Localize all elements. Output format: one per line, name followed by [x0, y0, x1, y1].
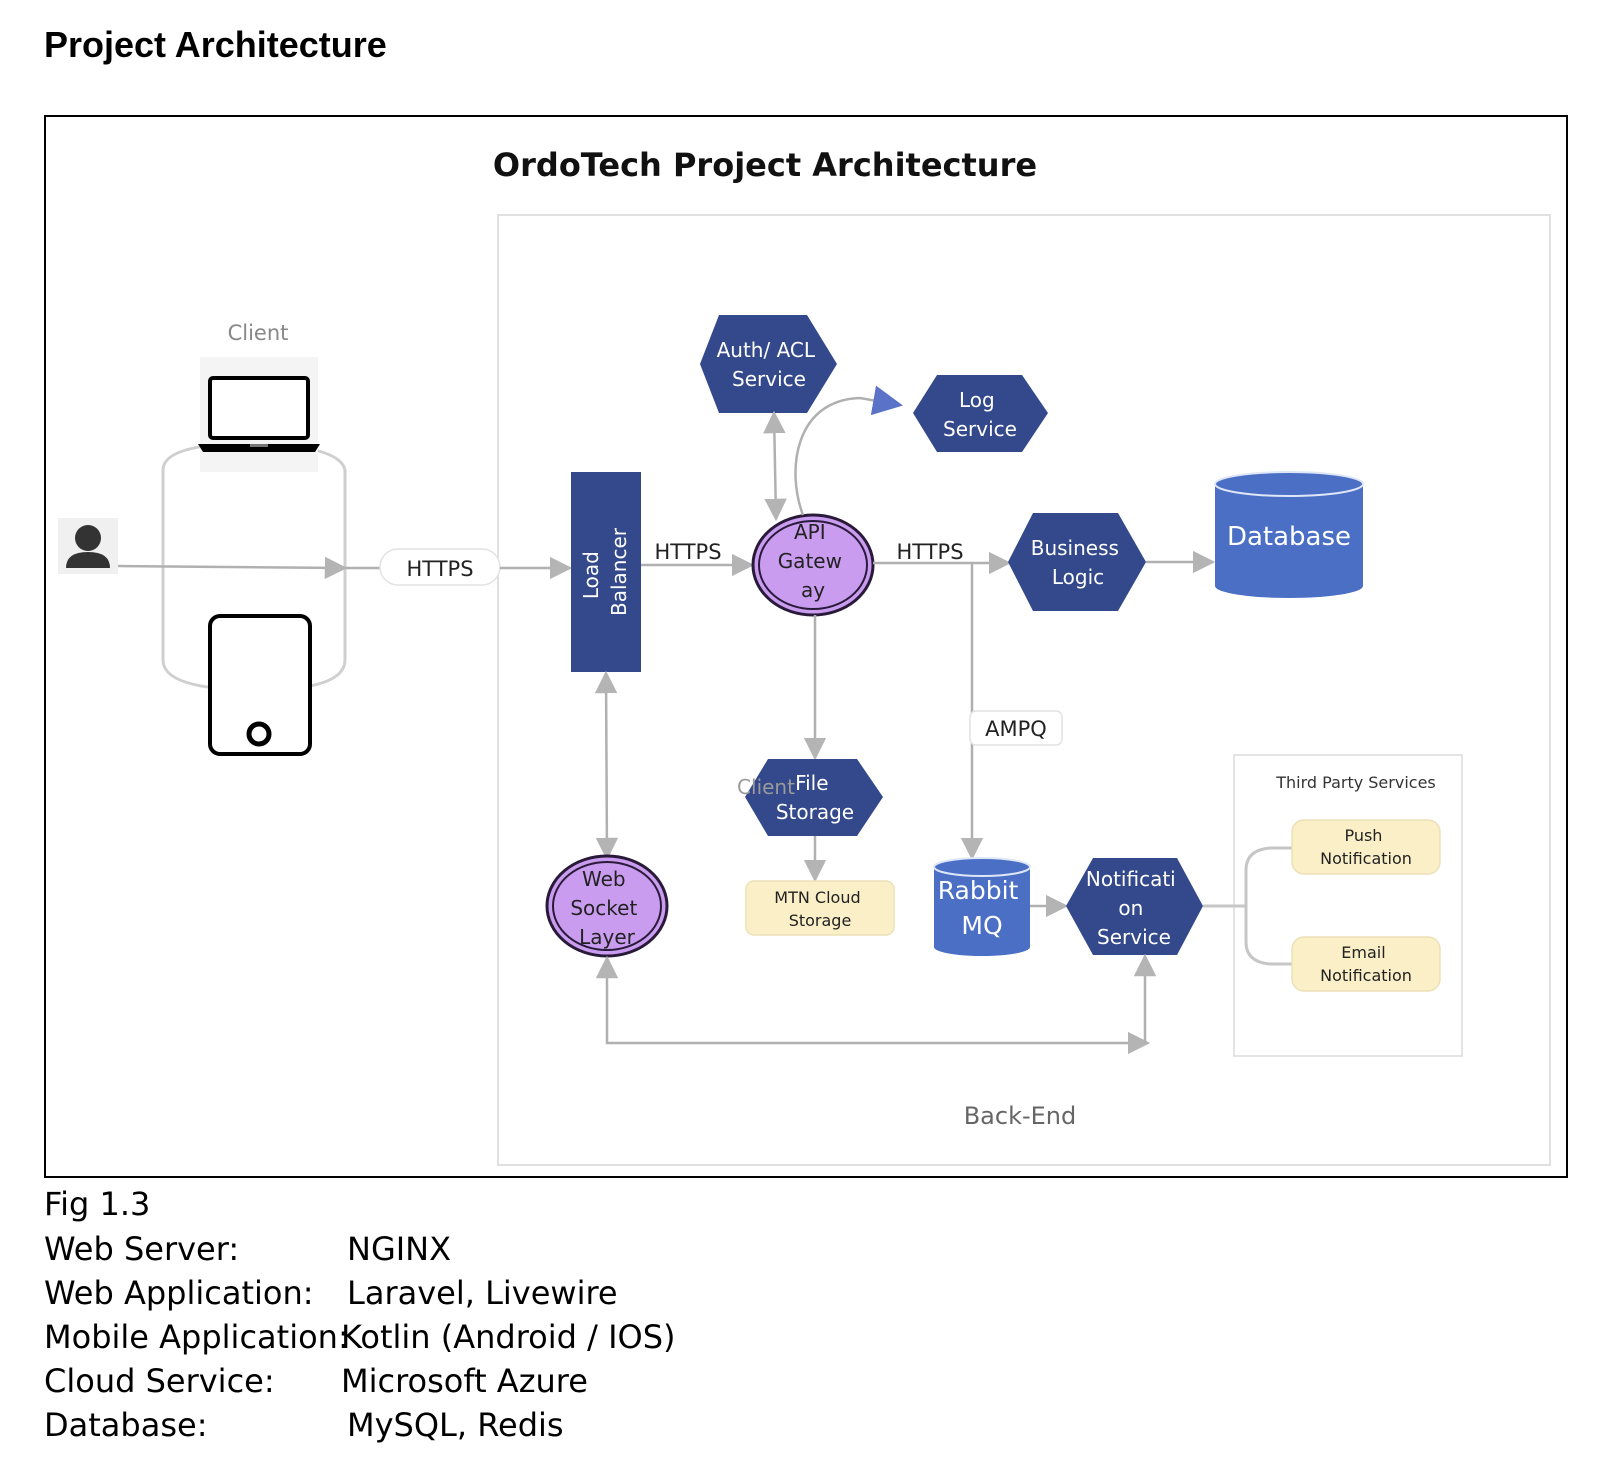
third-party-label: Third Party Services [1275, 773, 1436, 792]
user-icon [58, 518, 118, 574]
spec-label: Database: [44, 1406, 208, 1444]
spec-row: Mobile Application: Kotlin (Android / IO… [44, 1318, 676, 1356]
edge-label-ampq-box [969, 710, 1063, 746]
spec-value: Laravel, Livewire [347, 1274, 618, 1312]
push-notification-node [1291, 819, 1441, 875]
spec-row: Web Application: Laravel, Livewire [44, 1274, 618, 1312]
edge-label-client-https: HTTPS [406, 557, 473, 581]
phone-icon [208, 614, 312, 756]
email-notification-node [1291, 936, 1441, 992]
notification-service-node [1066, 858, 1203, 955]
connector-lb-websocket [594, 670, 619, 861]
web-socket-label: Web Socket Layer [570, 867, 643, 949]
email-notification-label: Email Notification [1320, 943, 1412, 985]
laptop-icon [198, 357, 320, 472]
log-service-label: Log Service [943, 388, 1017, 441]
spec-value: MySQL, Redis [347, 1406, 564, 1444]
spec-label: Web Application: [44, 1274, 314, 1312]
file-storage-node [745, 759, 883, 836]
log-service-node [913, 375, 1048, 452]
diagram-frame [44, 115, 1568, 1178]
edge-label-ampq: AMPQ [985, 717, 1047, 741]
spec-value: Microsoft Azure [341, 1362, 588, 1400]
auth-service-label: Auth/ ACL Service [717, 338, 822, 391]
client-label: Client [228, 321, 289, 345]
spec-value: Kotlin (Android / IOS) [341, 1318, 676, 1356]
diagram-title: OrdoTech Project Architecture [493, 146, 1037, 184]
business-logic-label: Business Logic [1031, 536, 1126, 589]
third-party-container [1233, 754, 1463, 1057]
load-balancer-node [571, 472, 641, 672]
spec-label: Mobile Application: [44, 1318, 349, 1356]
spec-label: Web Server: [44, 1230, 240, 1268]
load-balancer-label: Load Balancer [579, 527, 631, 616]
push-notification-label: Push Notification [1320, 826, 1412, 868]
page-heading: Project Architecture [44, 24, 387, 65]
file-storage-overlap-text: Client [737, 775, 795, 799]
database-node [1214, 471, 1364, 598]
connector-notification-to-third-party [1203, 846, 1292, 966]
figure-caption: Fig 1.3 [44, 1185, 151, 1223]
connector-gateway-log [794, 385, 903, 516]
backend-label: Back-End [964, 1102, 1077, 1130]
api-gateway-label: API Gatew ay [778, 520, 849, 602]
notification-service-label: Notificati on Service [1086, 867, 1182, 949]
spec-row: Database: MySQL, Redis [44, 1406, 564, 1444]
mtn-storage-label: MTN Cloud Storage [774, 888, 865, 930]
rabbitmq-label: Rabbit MQ [938, 876, 1027, 940]
database-label: Database [1227, 522, 1351, 552]
spec-value: NGINX [347, 1230, 452, 1268]
connector-websocket-notification [595, 955, 1151, 1055]
rabbitmq-node [933, 857, 1031, 956]
api-gateway-node [751, 513, 875, 617]
spec-row: Web Server: NGINX [44, 1230, 451, 1268]
connector-gateway-auth [763, 410, 787, 522]
edge-label-gateway-https: HTTPS [896, 540, 963, 564]
business-logic-node [1008, 513, 1146, 611]
spec-row: Cloud Service: Microsoft Azure [44, 1362, 588, 1400]
spec-label: Cloud Service: [44, 1362, 275, 1400]
edge-label-lb-https: HTTPS [654, 540, 721, 564]
file-storage-label: File Storage [776, 771, 854, 824]
mtn-storage-node [745, 880, 895, 936]
auth-service-node [700, 315, 837, 413]
connector-user-to-client [117, 556, 348, 580]
